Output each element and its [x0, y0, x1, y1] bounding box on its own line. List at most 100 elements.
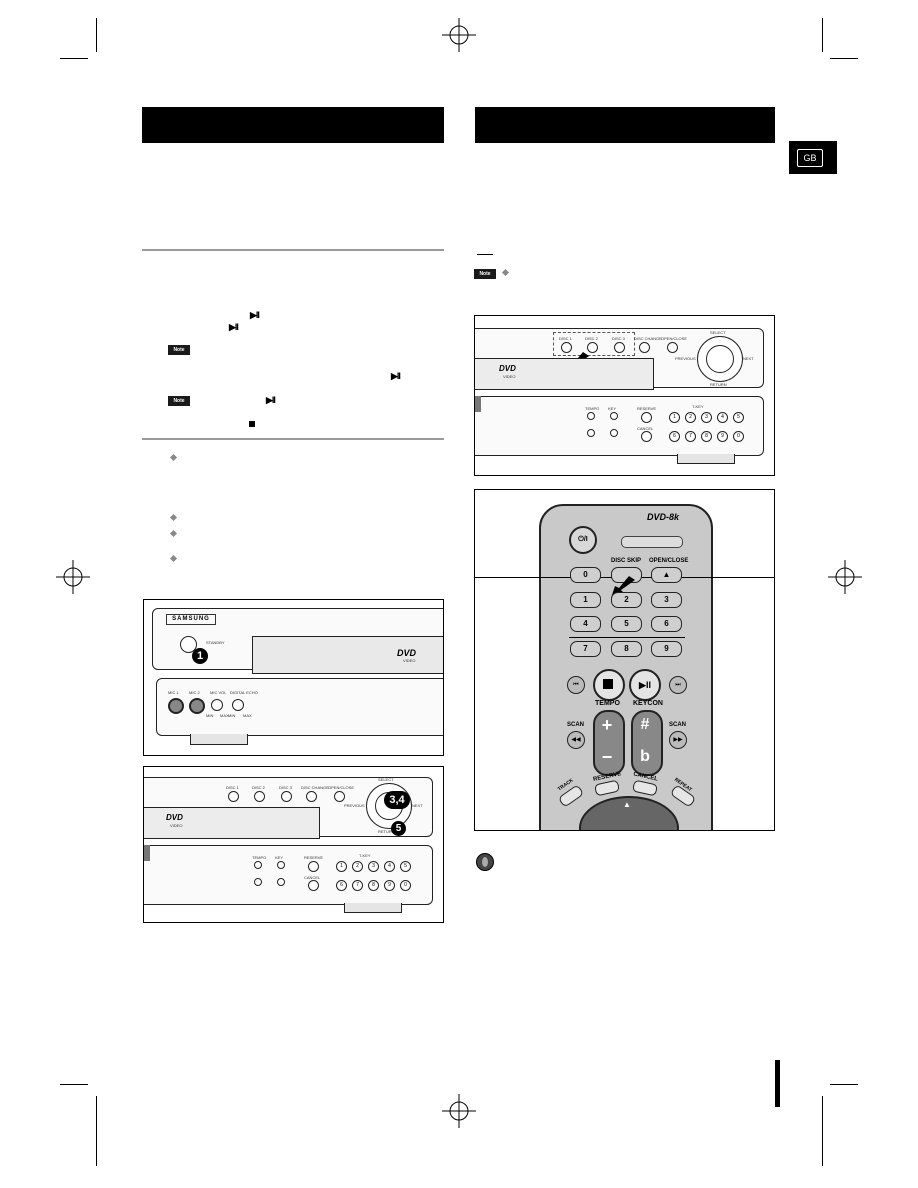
keycon-label: KEYCON — [633, 700, 663, 707]
registration-mark-icon — [828, 560, 862, 594]
key-8-button: 8 — [611, 641, 642, 657]
mic2-label: MIC 2 — [189, 690, 200, 695]
crop-mark — [96, 18, 97, 52]
panel-edge — [475, 396, 481, 412]
right-section-header — [475, 107, 775, 143]
key-6-button: 6 — [651, 616, 682, 632]
key-2-button: 2 — [611, 592, 642, 608]
language-tab: GB — [789, 141, 837, 174]
num-4-button: 4 — [384, 861, 395, 872]
key-down-button — [277, 878, 285, 886]
disc1-button — [561, 342, 572, 353]
disc-change-button — [639, 342, 650, 353]
num-3-button: 3 — [368, 861, 379, 872]
tempo-up-button — [254, 861, 262, 869]
top-panel-figure-right: DISC 1 DISC 2 DISC 3 DISC CHANGE OPEN/CL… — [474, 315, 775, 476]
key-9-button: 9 — [651, 641, 682, 657]
num-4-button: 4 — [717, 412, 728, 423]
num-9-button: 9 — [384, 880, 395, 891]
num-6-button: 6 — [669, 431, 680, 442]
callout-5: 5 — [391, 821, 406, 836]
disc-tray — [252, 636, 443, 674]
key-7-button: 7 — [570, 641, 601, 657]
disc-change-button — [306, 791, 317, 802]
reserve-label: RESERVE — [304, 855, 324, 860]
disc-change-label: DISC CHANGE — [301, 785, 329, 790]
num-2-button: 2 — [352, 861, 363, 872]
tempo-label: TEMPO — [595, 700, 620, 707]
nav-up-arrow: ▲ — [623, 800, 631, 809]
tempo-rocker — [593, 710, 625, 776]
reserve-label: RESERVE — [637, 406, 657, 411]
cancel-button — [641, 431, 652, 442]
keycon-flat: b — [640, 748, 650, 765]
panel-foot — [344, 903, 402, 913]
cancel-label: CANCEL — [637, 426, 654, 431]
play-pause-icon: ▶II — [229, 322, 239, 332]
dial-next-label: NEXT — [412, 803, 423, 808]
echo-min-label: MIN — [228, 713, 236, 718]
disc2-label: DISC 2 — [585, 336, 598, 341]
registration-mark-icon — [442, 1094, 476, 1128]
disc1-label: DISC 1 — [559, 336, 572, 341]
registration-mark-icon — [442, 18, 476, 52]
tkey-label: T-KEY — [692, 404, 704, 409]
mic-max-label: MAX — [220, 713, 229, 718]
num-8-button: 8 — [368, 880, 379, 891]
registration-mark-icon — [56, 560, 90, 594]
key-1-button: 1 — [570, 592, 601, 608]
num-5-button: 5 — [733, 412, 744, 423]
note-badge: Note — [168, 396, 190, 406]
tkey-label: T-KEY — [359, 853, 371, 858]
num-1-button: 1 — [336, 861, 347, 872]
panel-foot — [677, 454, 735, 464]
echo-knob — [232, 699, 244, 711]
scan-back-button: ◀◀ — [567, 731, 585, 749]
prev-button: ⏮ — [567, 676, 585, 694]
disc3-label: DISC 3 — [612, 336, 625, 341]
dvd-logo: DVD — [397, 648, 417, 658]
dvd-logo-sub: VIDEO — [170, 823, 183, 828]
cancel-label: CANCEL — [304, 875, 321, 880]
disc-buttons-highlight — [553, 332, 635, 356]
bullet-icon — [169, 513, 178, 522]
callout-3-4: 3,4 — [384, 791, 410, 809]
disc-skip-label: DISC SKIP — [611, 558, 642, 564]
panel-lower — [144, 845, 433, 905]
disc-tray — [475, 358, 654, 390]
open-close-button: ▲ — [651, 567, 682, 583]
num-0-button: 0 — [400, 880, 411, 891]
dial-previous-label: PREVIOUS — [344, 803, 365, 808]
tempo-plus: + — [601, 715, 613, 735]
dial-return-label: RETURN — [710, 382, 727, 387]
scan-left-label: SCAN — [567, 722, 585, 728]
num-0-button: 0 — [733, 431, 744, 442]
echo-max-label: MAX — [243, 713, 252, 718]
language-tab-label: GB — [797, 149, 823, 167]
page-number-bar — [775, 1060, 780, 1107]
divider — [142, 249, 444, 251]
standby-label: STANDBY — [206, 640, 225, 645]
jog-dial-center — [706, 345, 734, 373]
divider — [142, 438, 444, 440]
play-pause-icon: ▶II — [266, 395, 276, 405]
panel-foot — [190, 734, 248, 745]
panel-lower — [475, 396, 764, 456]
next-button: ⏭ — [669, 676, 687, 694]
mic2-jack — [189, 698, 205, 714]
dvd-logo-sub: VIDEO — [403, 658, 416, 663]
play-pause-icon: ▶II — [250, 310, 260, 320]
remote-body — [539, 504, 713, 830]
mic1-label: MIC 1 — [168, 690, 179, 695]
dial-next-label: NEXT — [743, 356, 754, 361]
disc2-label: DISC 2 — [252, 785, 265, 790]
tempo-up-button — [587, 412, 595, 420]
num-8-button: 8 — [701, 431, 712, 442]
tempo-down-button — [587, 429, 595, 437]
tempo-label: TEMPO — [252, 855, 267, 860]
digital-echo-label: DIGITAL ECHO — [230, 690, 258, 695]
play-pause-icon: ▶II — [391, 371, 401, 381]
dial-return-label: RETURN — [378, 829, 395, 834]
crop-mark — [830, 58, 858, 59]
note-badge: Note — [168, 345, 190, 355]
